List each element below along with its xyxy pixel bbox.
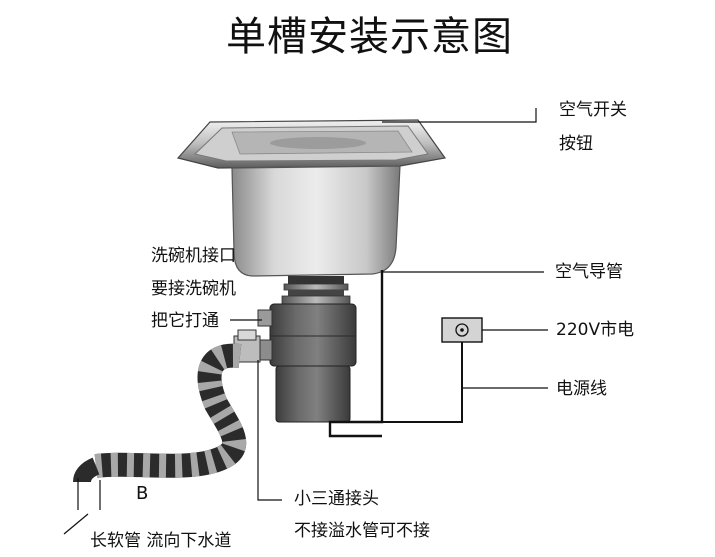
power-cord — [352, 342, 463, 423]
sink-bowl — [231, 165, 401, 277]
power-outlet — [441, 317, 483, 343]
label-air-switch-button: 按钮 — [559, 134, 593, 154]
label-dishwasher-port: 洗碗机接口 — [151, 246, 236, 266]
hose-outlet-lines — [77, 478, 101, 510]
label-hose-caption: 长软管 流向下水道 — [90, 531, 232, 551]
diagram-title: 单槽安装示意图 — [226, 14, 513, 60]
label-power-cord: 电源线 — [556, 379, 607, 399]
air-tube — [328, 270, 384, 438]
leader-air-switch — [382, 108, 537, 123]
label-hose-letter: B — [136, 483, 149, 504]
sink-rim — [176, 119, 447, 169]
leader-tee — [257, 360, 282, 501]
label-power-outlet: 220V市电 — [556, 320, 635, 340]
label-air-tube: 空气导管 — [555, 262, 623, 282]
drain-neck — [281, 276, 351, 305]
leader-lines — [63, 108, 548, 535]
label-dishwasher-connect: 要接洗碗机 — [151, 279, 236, 299]
label-tee-fitting: 小三通接头 — [294, 489, 379, 509]
label-air-switch: 空气开关 — [559, 100, 627, 120]
label-tee-note: 不接溢水管可不接 — [294, 521, 430, 541]
leader-hose — [63, 513, 89, 535]
label-dishwasher-open: 把它打通 — [151, 311, 219, 331]
disposer-unit — [257, 303, 357, 423]
drain-hose — [73, 343, 247, 483]
